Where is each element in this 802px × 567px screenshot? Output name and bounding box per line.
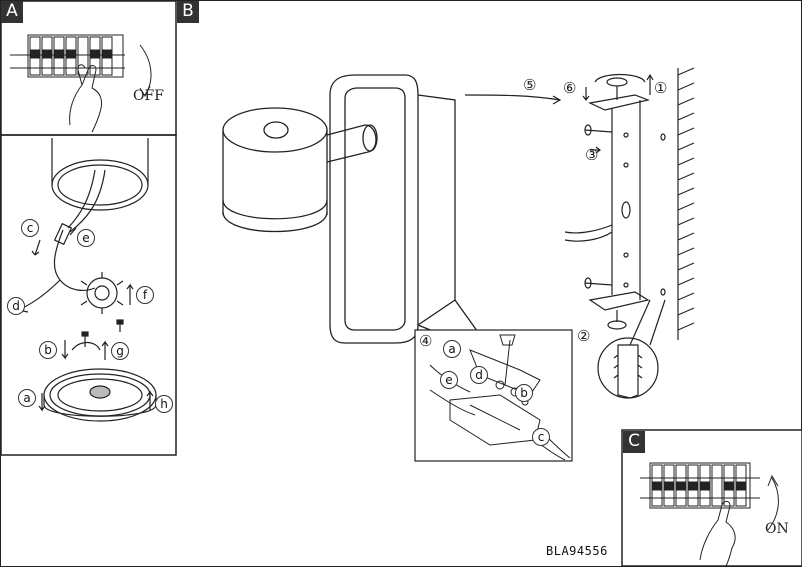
detail-label-e: e bbox=[440, 371, 458, 389]
step-label-c: c bbox=[21, 219, 39, 237]
step-label-b: b bbox=[39, 341, 57, 359]
step-number-5: ⑤ bbox=[523, 76, 537, 94]
step-label-e: e bbox=[77, 229, 95, 247]
panel-c-tag: C bbox=[623, 431, 645, 453]
step-label-d: d bbox=[7, 297, 25, 315]
detail-label-c: c bbox=[532, 428, 550, 446]
breaker-switch-on bbox=[640, 462, 779, 567]
arrow-step-5 bbox=[464, 94, 562, 105]
step-number-1: ① bbox=[654, 79, 668, 97]
mounting-bracket bbox=[564, 67, 695, 399]
lamp-cylinder-diagram bbox=[16, 138, 157, 422]
step-number-2: ② bbox=[577, 327, 591, 345]
step-label-g: g bbox=[111, 342, 129, 360]
step-number-6: ⑥ bbox=[563, 79, 577, 97]
detail-label-a: a bbox=[443, 340, 461, 358]
step-label-a: a bbox=[18, 389, 36, 407]
breaker-switch-off bbox=[10, 34, 152, 133]
detail-label-d: d bbox=[470, 366, 488, 384]
step-number-3: ③ bbox=[585, 146, 599, 164]
step-number-4: ④ bbox=[419, 332, 433, 350]
on-label: ON bbox=[765, 521, 789, 537]
step-label-h: h bbox=[155, 395, 173, 413]
panel-a-tag: A bbox=[1, 1, 23, 23]
off-label: OFF bbox=[133, 88, 164, 104]
product-code: BLA94556 bbox=[546, 544, 608, 558]
detail-label-b: b bbox=[515, 384, 533, 402]
step-label-f: f bbox=[136, 286, 154, 304]
wall-lamp-drawing bbox=[222, 74, 481, 344]
panel-b-tag: B bbox=[177, 1, 199, 23]
